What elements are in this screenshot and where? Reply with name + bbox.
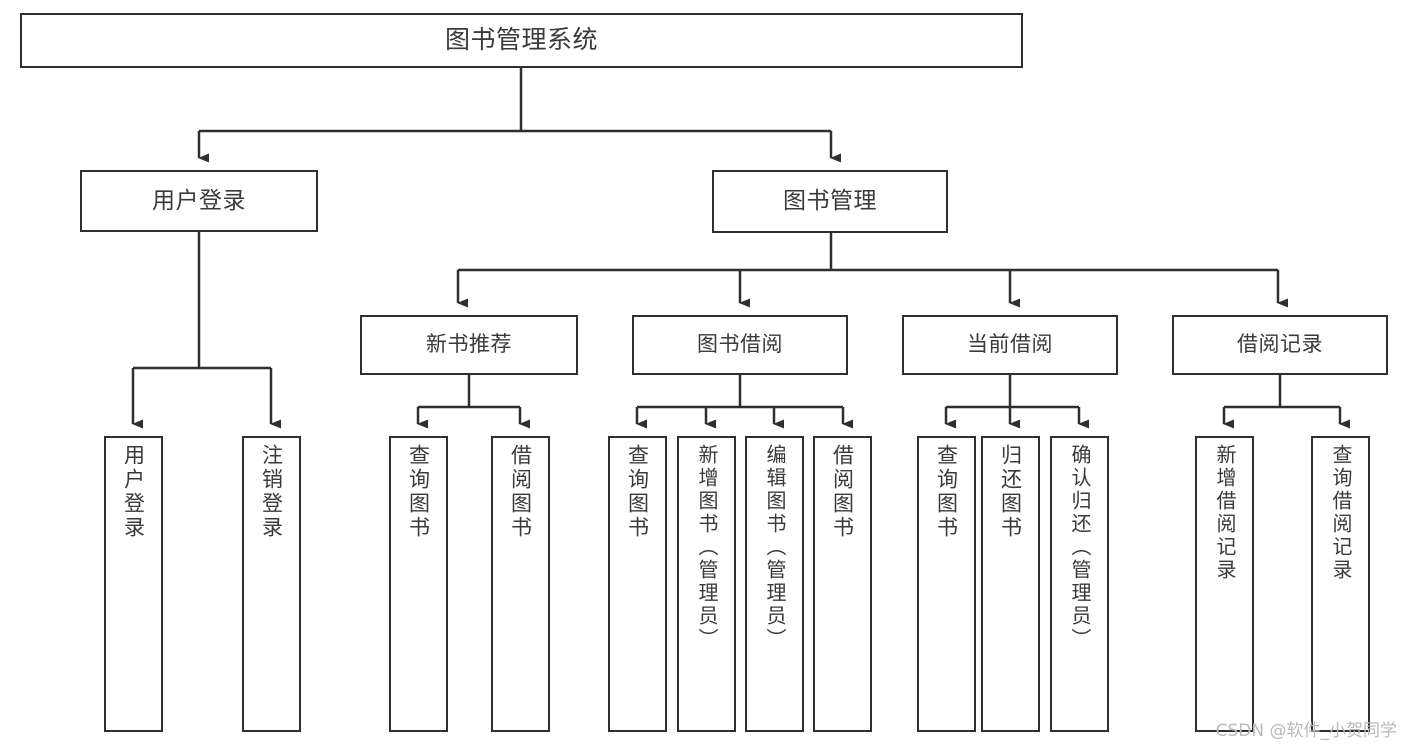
- node-label: 图书管理系统: [444, 25, 598, 55]
- node-label: 新增图书（管理员）: [695, 444, 719, 651]
- node-label: 查询图书: [406, 444, 431, 540]
- node-book-borrow[interactable]: 图书借阅: [632, 315, 848, 375]
- leaf-current-borrow-query[interactable]: 查询图书: [917, 436, 976, 732]
- leaf-new-book-query[interactable]: 查询图书: [389, 436, 448, 732]
- node-label: 确认归还（管理员）: [1068, 444, 1092, 651]
- node-label: 借阅图书: [830, 444, 855, 540]
- leaf-borrow-record-query[interactable]: 查询借阅记录: [1311, 436, 1370, 732]
- node-book-management[interactable]: 图书管理: [712, 170, 948, 233]
- node-label: 新增借阅记录: [1213, 444, 1237, 582]
- node-label: 图书管理: [783, 188, 877, 215]
- leaf-book-borrow-query[interactable]: 查询图书: [608, 436, 667, 732]
- node-label: 用户登录: [121, 444, 146, 540]
- node-label: 借阅图书: [508, 444, 533, 540]
- leaf-book-borrow-add[interactable]: 新增图书（管理员）: [677, 436, 736, 732]
- node-label: 图书借阅: [697, 332, 783, 357]
- leaf-new-book-borrow[interactable]: 借阅图书: [491, 436, 550, 732]
- node-current-borrow[interactable]: 当前借阅: [902, 315, 1118, 375]
- node-label: 查询图书: [934, 444, 959, 540]
- node-label: 当前借阅: [967, 332, 1053, 357]
- node-label: 新书推荐: [426, 332, 512, 357]
- node-label: 编辑图书（管理员）: [763, 444, 787, 651]
- node-label: 借阅记录: [1237, 332, 1323, 357]
- node-root-system[interactable]: 图书管理系统: [20, 13, 1023, 68]
- csdn-watermark: CSDN @软件_小贺同学: [1215, 721, 1397, 741]
- node-user-login[interactable]: 用户登录: [80, 170, 318, 232]
- node-new-book-recommend[interactable]: 新书推荐: [360, 315, 578, 375]
- node-label: 查询借阅记录: [1329, 444, 1353, 582]
- node-label: 查询图书: [625, 444, 650, 540]
- leaf-book-borrow-borrow[interactable]: 借阅图书: [813, 436, 872, 732]
- leaf-book-borrow-edit[interactable]: 编辑图书（管理员）: [745, 436, 804, 732]
- leaf-user-login-signout[interactable]: 注销登录: [242, 436, 301, 732]
- node-label: 用户登录: [152, 187, 246, 214]
- leaf-current-borrow-confirm[interactable]: 确认归还（管理员）: [1050, 436, 1109, 732]
- node-label: 归还图书: [998, 444, 1023, 540]
- leaf-current-borrow-return[interactable]: 归还图书: [981, 436, 1040, 732]
- node-borrow-record[interactable]: 借阅记录: [1172, 315, 1388, 375]
- leaf-user-login-signin[interactable]: 用户登录: [104, 436, 163, 732]
- node-label: 注销登录: [259, 444, 284, 540]
- leaf-borrow-record-add[interactable]: 新增借阅记录: [1195, 436, 1254, 732]
